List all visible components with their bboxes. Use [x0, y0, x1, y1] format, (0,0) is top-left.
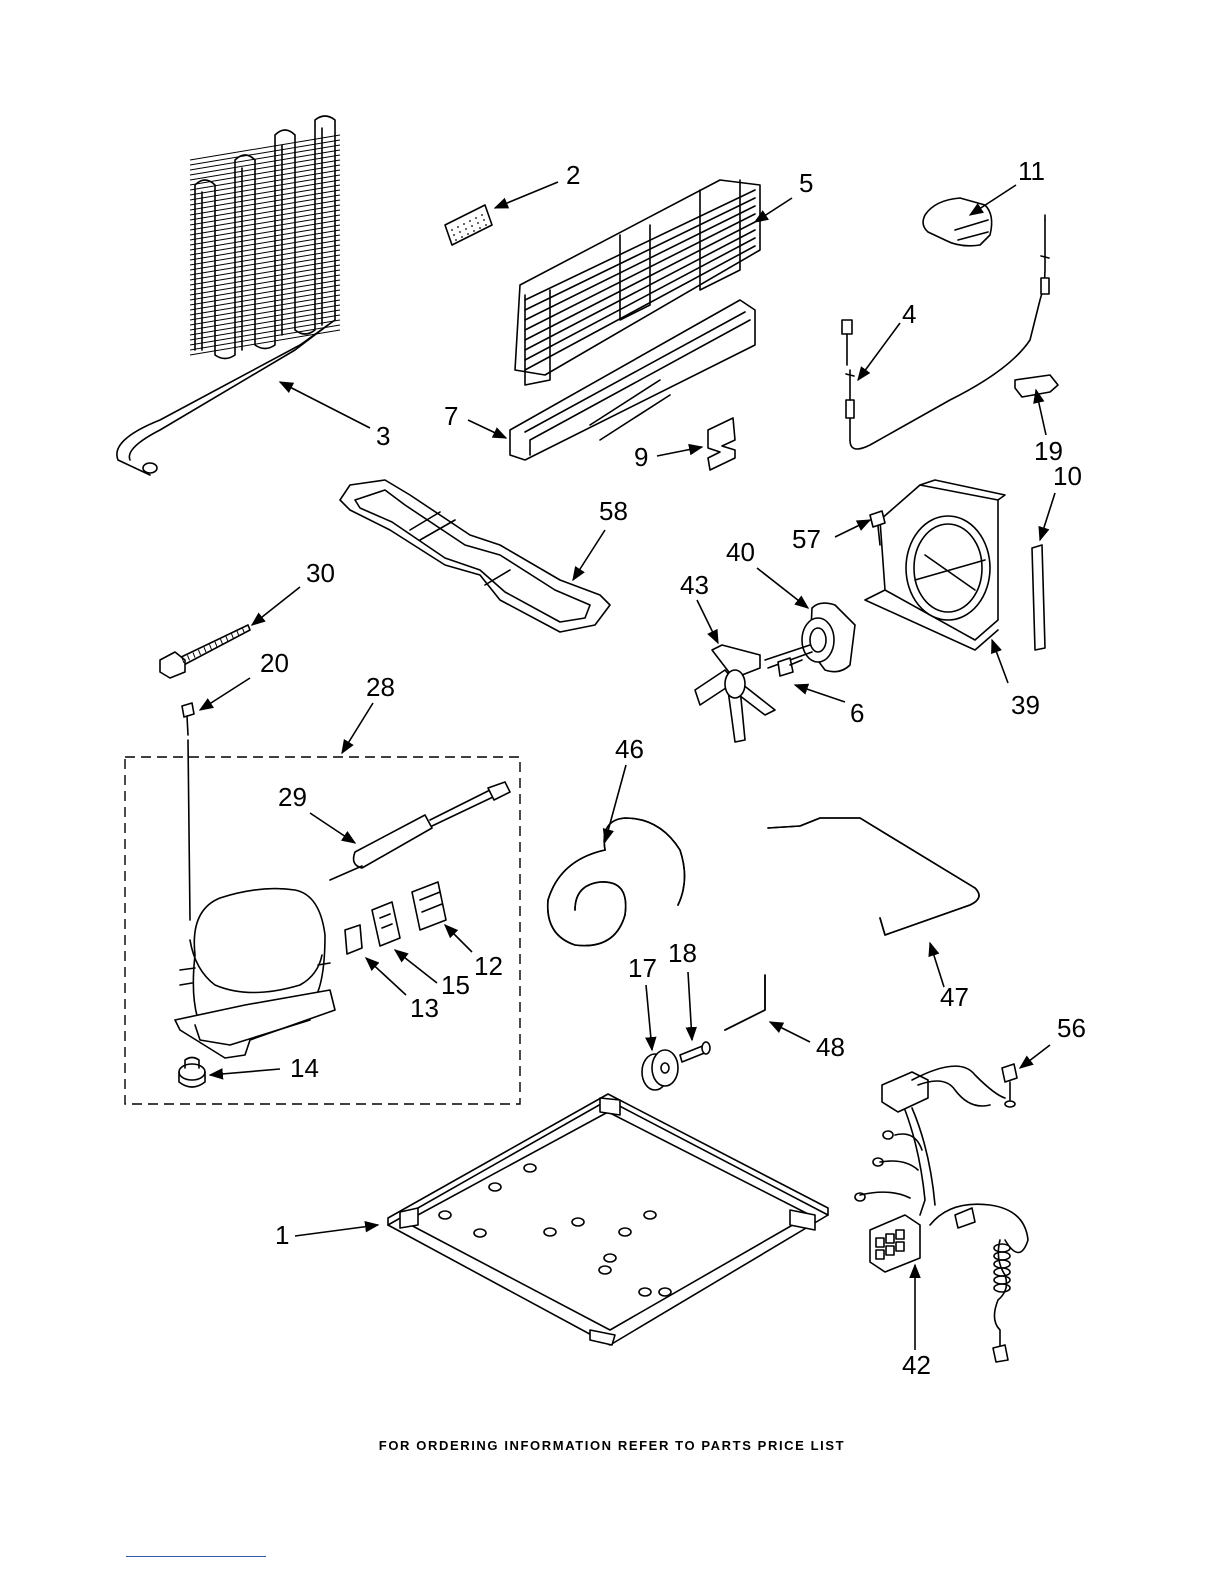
suction-hose	[548, 818, 685, 946]
filter-pad	[445, 205, 492, 245]
thermostat-cover	[923, 198, 992, 246]
callout-5: 5	[799, 168, 813, 198]
gasket-strip	[1032, 545, 1045, 650]
callout-39: 39	[1011, 690, 1040, 720]
base-frame	[388, 1094, 828, 1345]
callout-3: 3	[376, 421, 390, 451]
callout-14: 14	[290, 1053, 319, 1083]
clip-bracket	[708, 418, 735, 470]
callout-2: 2	[566, 160, 580, 190]
callout-57: 57	[792, 524, 821, 554]
callout-11: 11	[1018, 156, 1045, 186]
defrost-sensor-wire	[842, 215, 1049, 449]
axle-pin	[680, 1042, 710, 1062]
callout-9: 9	[634, 442, 648, 472]
callout-40: 40	[726, 537, 755, 567]
callout-48: 48	[816, 1032, 845, 1062]
callout-30: 30	[306, 558, 335, 588]
cable-tie	[160, 625, 250, 678]
callout-29: 29	[278, 782, 307, 812]
callout-56: 56	[1057, 1013, 1086, 1043]
callout-15: 15	[441, 970, 470, 1000]
fan-blade	[695, 645, 775, 742]
harness-screw	[1002, 1064, 1017, 1107]
compressor-assembly	[125, 757, 520, 1104]
callout-47: 47	[940, 982, 969, 1012]
condenser-coil	[117, 116, 340, 475]
callout-43: 43	[680, 570, 709, 600]
callout-4: 4	[902, 299, 916, 329]
callout-12: 12	[474, 951, 503, 981]
motor-screw	[778, 658, 802, 676]
callout-1: 1	[275, 1220, 289, 1250]
callout-7: 7	[444, 401, 458, 431]
callout-10: 10	[1053, 461, 1082, 491]
drain-pan	[340, 480, 610, 632]
ordering-footer: FOR ORDERING INFORMATION REFER TO PARTS …	[0, 1438, 1224, 1453]
roller-wheel	[642, 1050, 678, 1090]
callout-46: 46	[615, 734, 644, 764]
callout-58: 58	[599, 496, 628, 526]
screw	[182, 703, 194, 920]
callout-42: 42	[902, 1350, 931, 1380]
drain-tube	[725, 975, 765, 1030]
callout-13: 13	[410, 993, 439, 1023]
discharge-tube	[768, 818, 979, 935]
fan-shroud	[865, 480, 1005, 650]
callout-17: 17	[628, 953, 657, 983]
callout-20: 20	[260, 648, 289, 678]
callout-28: 28	[366, 672, 395, 702]
callout-6: 6	[850, 698, 864, 728]
footer-link-underline	[126, 1556, 266, 1557]
callout-18: 18	[668, 938, 697, 968]
wiring-harness	[855, 1066, 1028, 1362]
